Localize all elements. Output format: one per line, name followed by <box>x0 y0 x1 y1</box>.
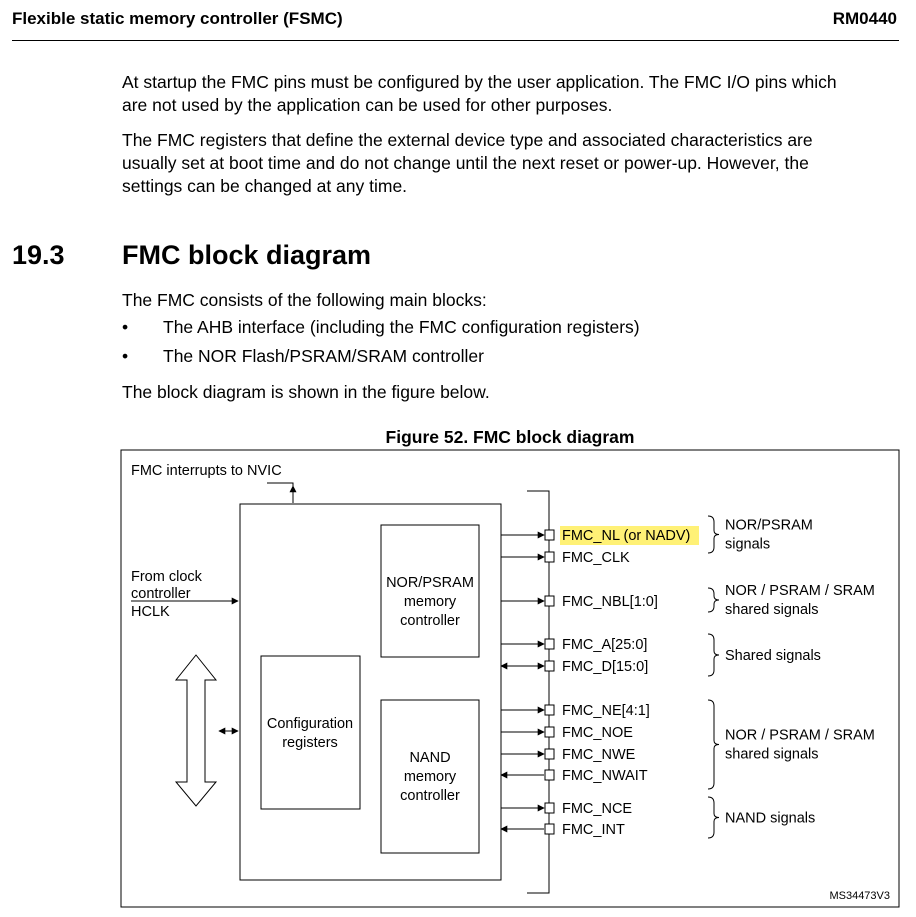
header-rule <box>12 40 899 41</box>
signal-group-label: NOR / PSRAM / SRAM <box>725 583 875 599</box>
bullet-glyph: • <box>122 346 129 366</box>
paragraph-startup: At startup the FMC pins must be configur… <box>122 71 902 117</box>
io-bus-line <box>527 490 550 894</box>
section-title: FMC block diagram <box>122 240 372 270</box>
section-outro: The block diagram is shown in the figure… <box>122 382 490 402</box>
fmc-main-block <box>239 503 502 881</box>
paragraph-registers: The FMC registers that define the extern… <box>122 129 902 198</box>
figure-title: Figure 52. FMC block diagram <box>385 427 635 447</box>
signal-pin <box>544 748 555 760</box>
signal-group-label: shared signals <box>725 747 819 763</box>
signal-label: FMC_INT <box>562 822 625 838</box>
signal-pin <box>544 726 555 738</box>
signal-highlight <box>560 526 699 545</box>
clock-label-1: From clock <box>131 569 203 585</box>
signal-label: FMC_NE[4:1] <box>562 703 650 719</box>
document-id: RM0440 <box>832 9 897 28</box>
bullet-glyph: • <box>122 317 129 337</box>
signal-pin <box>544 551 555 563</box>
signal-group-brace <box>707 587 720 613</box>
signal-group-label: NOR/PSRAM <box>725 518 813 534</box>
signal-label: FMC_NOE <box>562 725 633 741</box>
nand-controller-block <box>380 699 480 854</box>
signal-list: FMC_NL (or NADV) FMC_CLK FMC_NBL[1:0] FMC_A… <box>500 528 690 838</box>
nor-psram-controller-block <box>380 524 480 658</box>
nand-block-label: NAND <box>409 750 450 766</box>
nand-block-label: controller <box>400 788 460 804</box>
clock-label-3: HCLK <box>131 604 170 620</box>
signal-pin <box>544 823 555 835</box>
signal-group-brace <box>707 796 720 839</box>
signal-label: FMC_NBL[1:0] <box>562 594 658 610</box>
signal-group-brace <box>707 633 720 677</box>
signal-pin <box>544 769 555 781</box>
signal-pin <box>544 529 555 541</box>
signal-pin <box>544 660 555 672</box>
clock-label-2: controller <box>131 586 191 602</box>
signal-group-brace <box>707 515 720 554</box>
signal-label: FMC_NWE <box>562 747 636 763</box>
paragraph-line: usually set at boot time and do not chan… <box>122 153 809 173</box>
bullet-nor-controller: The NOR Flash/PSRAM/SRAM controller <box>163 346 484 366</box>
running-header-title: Flexible static memory controller (FSMC) <box>12 9 343 28</box>
signal-group-brace <box>707 699 720 790</box>
signal-pin <box>544 704 555 716</box>
nand-block-label: memory <box>404 769 457 785</box>
signal-group-label: signals <box>725 537 770 553</box>
signal-label: FMC_NL (or NADV) <box>562 528 690 544</box>
figure-frame <box>120 449 900 908</box>
figure-code: MS34473V3 <box>829 890 890 902</box>
paragraph-line: At startup the FMC pins must be configur… <box>122 72 837 92</box>
signal-pin <box>544 802 555 814</box>
section-intro: The FMC consists of the following main b… <box>122 290 487 310</box>
interrupts-line <box>267 482 294 503</box>
signal-pin <box>544 638 555 650</box>
signal-group-label: Shared signals <box>725 648 821 664</box>
section-number: 19.3 <box>12 240 65 270</box>
nor-block-label: NOR/PSRAM <box>386 575 474 591</box>
signal-group-label: shared signals <box>725 602 819 618</box>
bullet-ahb-interface: The AHB interface (including the FMC con… <box>163 317 640 337</box>
signal-label: FMC_CLK <box>562 550 630 566</box>
paragraph-line: The FMC registers that define the extern… <box>122 130 813 150</box>
config-block-label: registers <box>282 735 338 751</box>
signal-label: FMC_NWAIT <box>562 768 648 784</box>
config-block-label: Configuration <box>267 716 353 732</box>
signal-label: FMC_A[25:0] <box>562 637 647 653</box>
signal-pin <box>544 595 555 607</box>
ahb-bus-arrow <box>174 654 218 807</box>
configuration-registers-block <box>260 655 361 810</box>
signal-group-label: NAND signals <box>725 811 815 827</box>
interrupts-label: FMC interrupts to NVIC <box>131 463 282 479</box>
signal-group-label: NOR / PSRAM / SRAM <box>725 728 875 744</box>
paragraph-line: are not used by the application can be u… <box>122 95 613 115</box>
paragraph-line: settings can be changed at any time. <box>122 176 408 196</box>
signal-label: FMC_D[15:0] <box>562 659 648 675</box>
nor-block-label: memory <box>404 594 457 610</box>
nor-block-label: controller <box>400 613 460 629</box>
signal-label: FMC_NCE <box>562 801 632 817</box>
